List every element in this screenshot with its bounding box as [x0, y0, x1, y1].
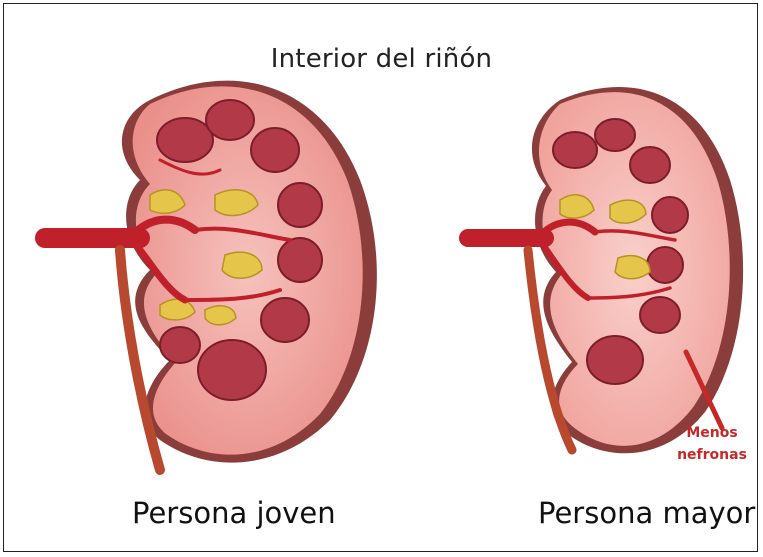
caption-young: Persona joven	[132, 496, 336, 530]
annotation-line1: Menos	[672, 422, 752, 444]
kidney-old	[468, 87, 743, 453]
annotation-label: Menos nefronas	[672, 422, 752, 466]
annotation-line2: nefronas	[672, 444, 752, 466]
kidney-young	[45, 81, 377, 470]
caption-old: Persona mayor	[538, 496, 755, 530]
